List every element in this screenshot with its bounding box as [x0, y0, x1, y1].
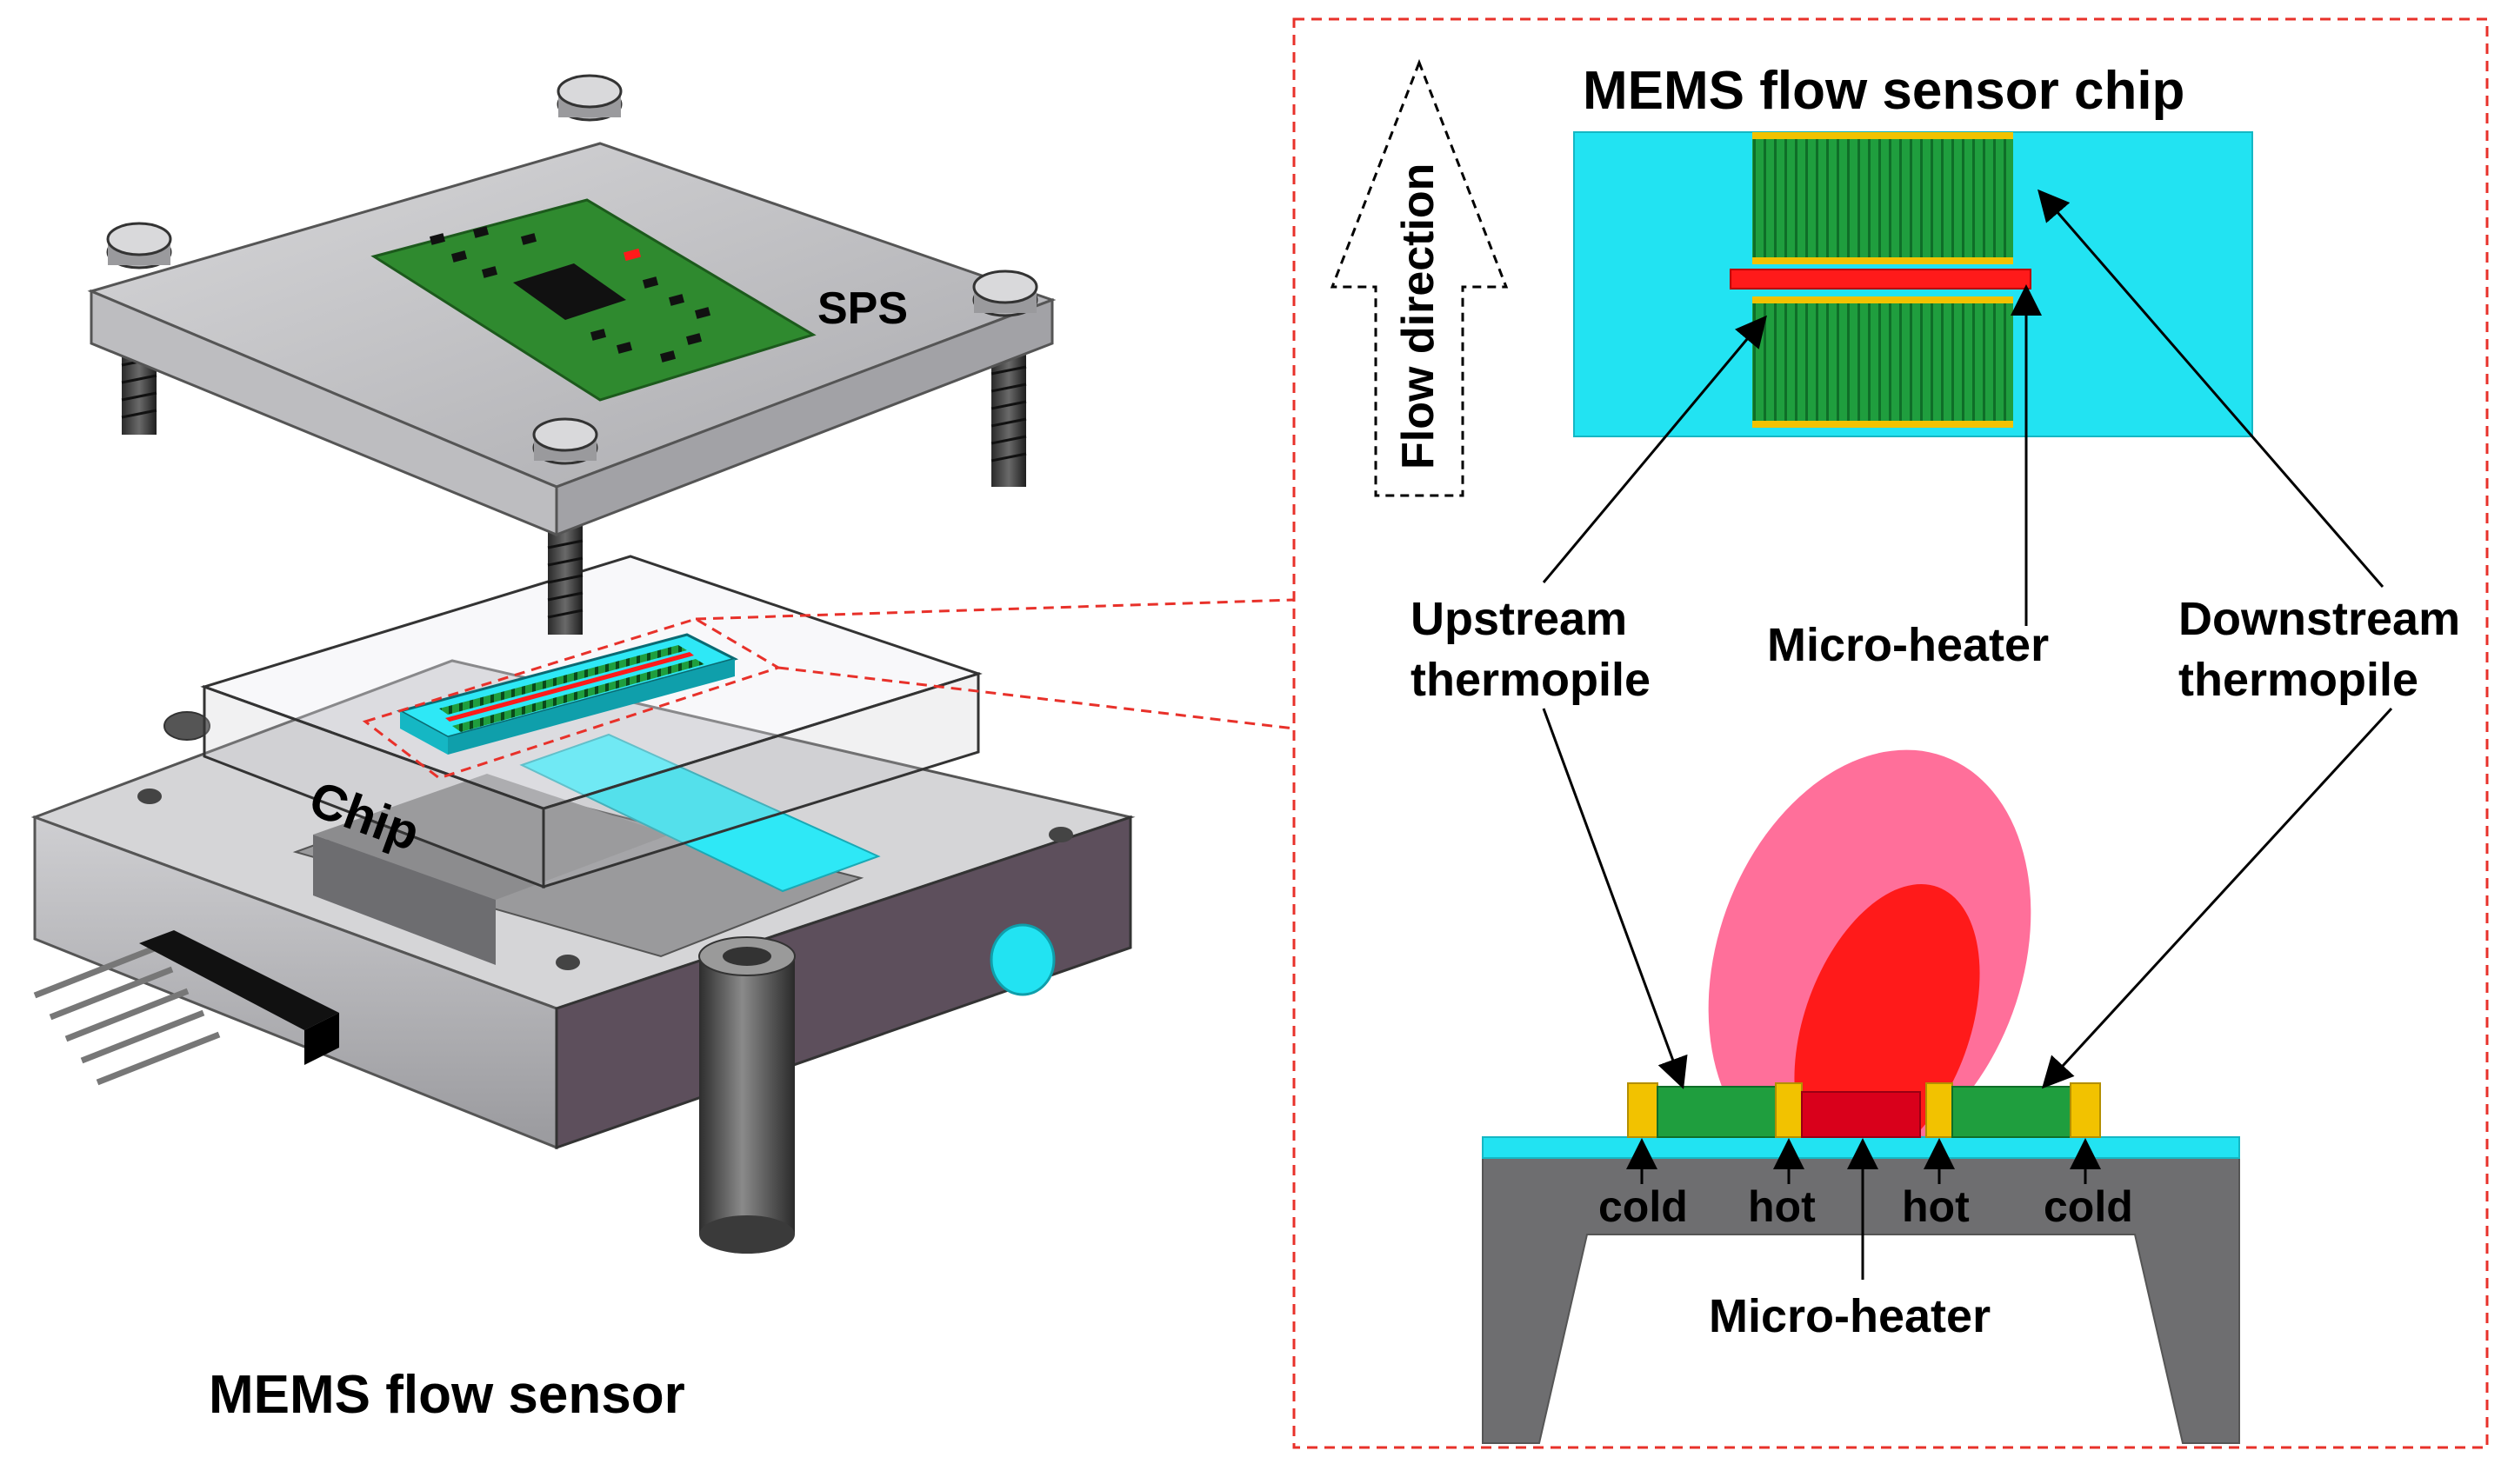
hot-right-label: hot	[1902, 1182, 1970, 1231]
flow-direction-label: Flow direction	[1393, 163, 1444, 469]
hot-left-label: hot	[1748, 1182, 1816, 1231]
zoom-connector-lines	[695, 598, 1295, 730]
silicon-substrate	[1482, 1155, 2240, 1444]
lower-thermopile	[1752, 300, 2013, 422]
assembly-illustration	[30, 74, 1136, 1254]
micro-heater-section	[1801, 1091, 1921, 1138]
sps-lid	[87, 74, 1057, 537]
assembly-chip	[362, 617, 782, 780]
micro-heater-top-label: Micro-heater	[1767, 619, 2049, 671]
top-micro-heater	[1730, 269, 2031, 289]
cold-right-label: cold	[2044, 1182, 2133, 1231]
flow-direction-arrow: Flow direction	[1330, 58, 1509, 497]
downstream-label-line2: thermopile	[2178, 654, 2418, 706]
chip-title: MEMS flow sensor chip	[1583, 61, 2184, 121]
top-leader-lines	[1542, 189, 2384, 626]
downstream-thermopile-section	[1951, 1086, 2071, 1138]
assembly-caption: MEMS flow sensor	[209, 1365, 685, 1425]
cold-left-label: cold	[1598, 1182, 1688, 1231]
base-housing	[30, 659, 1136, 1254]
chip-top-view	[1573, 131, 2253, 437]
sps-label: SPS	[817, 283, 908, 334]
upper-thermopile	[1752, 137, 2013, 259]
chip-cross-section	[1482, 749, 2240, 1444]
upstream-label-line1: Upstream	[1411, 593, 1627, 645]
cross-section-leader-lines	[1542, 707, 2393, 1280]
upstream-label-line2: thermopile	[1411, 654, 1651, 706]
upstream-thermopile-section	[1657, 1086, 1777, 1138]
connector-pins	[33, 930, 339, 1086]
micro-heater-bottom-label: Micro-heater	[1709, 1290, 1991, 1342]
detail-panel	[1292, 17, 2489, 1449]
membrane	[1482, 1136, 2240, 1159]
downstream-label-line1: Downstream	[2178, 593, 2460, 645]
